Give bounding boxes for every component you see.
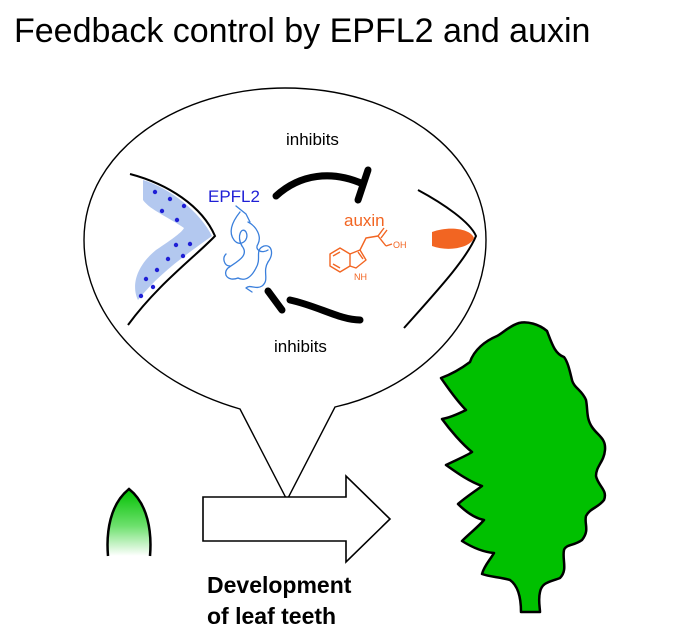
epfl2-margin-line: [127, 173, 217, 326]
inhibits-top-label: inhibits: [286, 130, 339, 149]
inhibition-arrow-bottom: [264, 287, 364, 324]
caption-line-1: Development: [207, 572, 352, 598]
inhibition-arrow-top: [272, 166, 372, 204]
epfl2-margin: [127, 173, 217, 326]
auxin-label: auxin: [344, 211, 385, 230]
auxin-oh-label: OH: [393, 240, 407, 250]
leaf-primordium-icon: [106, 487, 152, 557]
speech-bubble: [83, 87, 487, 502]
protein-ribbon-icon: [223, 205, 273, 293]
mature-serrated-leaf-icon: [439, 321, 607, 614]
auxin-nh-label: NH: [354, 272, 367, 282]
epfl2-expression-region: [135, 180, 212, 300]
caption-line-2: of leaf teeth: [207, 603, 336, 629]
epfl2-dots: [138, 189, 193, 299]
diagram-title: Feedback control by EPFL2 and auxin: [14, 12, 591, 50]
indole-acetic-acid-icon: [329, 227, 393, 273]
inhibits-bottom-label: inhibits: [274, 337, 327, 356]
auxin-maximum: [432, 228, 474, 249]
development-arrow: [202, 474, 392, 564]
epfl2-label: EPFL2: [208, 187, 260, 206]
auxin-margin: [403, 189, 478, 329]
